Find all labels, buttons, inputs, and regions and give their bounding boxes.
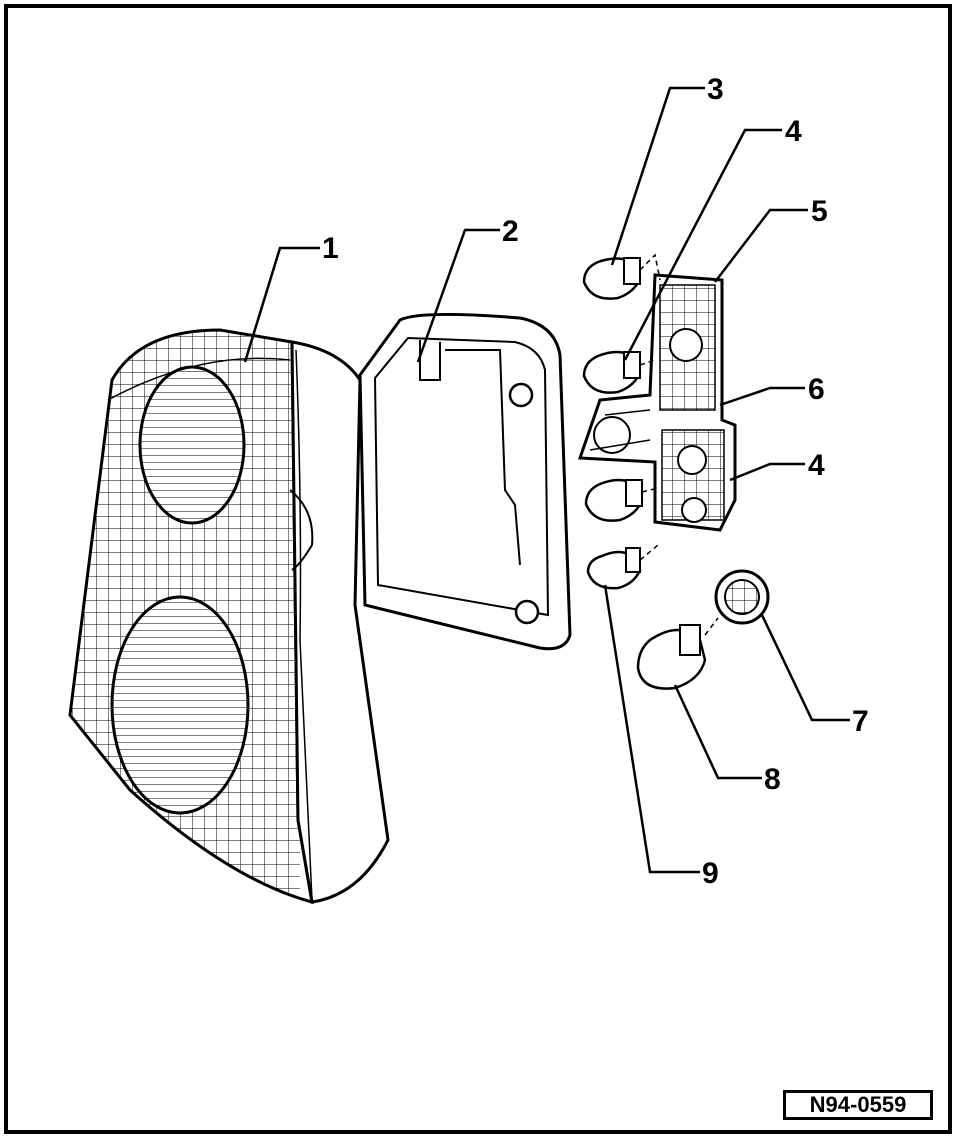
bulb-3 (582, 257, 642, 300)
bulb-socket (714, 569, 770, 625)
bulb-8 (636, 624, 707, 690)
bulb-4-upper (582, 350, 642, 394)
bulb-9 (586, 547, 642, 590)
callout-8: 8 (764, 763, 781, 796)
leader-lines (243, 86, 850, 874)
callout-9: 9 (702, 857, 719, 890)
bulb-holder (577, 273, 737, 532)
callout-3: 3 (707, 73, 724, 106)
figure-reference-code: N94-0559 (783, 1090, 933, 1120)
callout-4-lower: 4 (808, 449, 825, 482)
tail-light-housing (68, 328, 390, 905)
callout-4-upper: 4 (785, 115, 802, 148)
callout-5: 5 (811, 195, 828, 228)
callout-6: 6 (808, 373, 825, 406)
callout-7: 7 (852, 705, 869, 738)
callout-2: 2 (502, 215, 519, 248)
gasket (358, 312, 572, 651)
callout-1: 1 (322, 232, 339, 265)
callout-labels: 1 2 3 4 5 6 4 7 8 9 (322, 73, 869, 890)
assembly-guides (639, 253, 719, 636)
bulb-4-lower (584, 478, 644, 522)
